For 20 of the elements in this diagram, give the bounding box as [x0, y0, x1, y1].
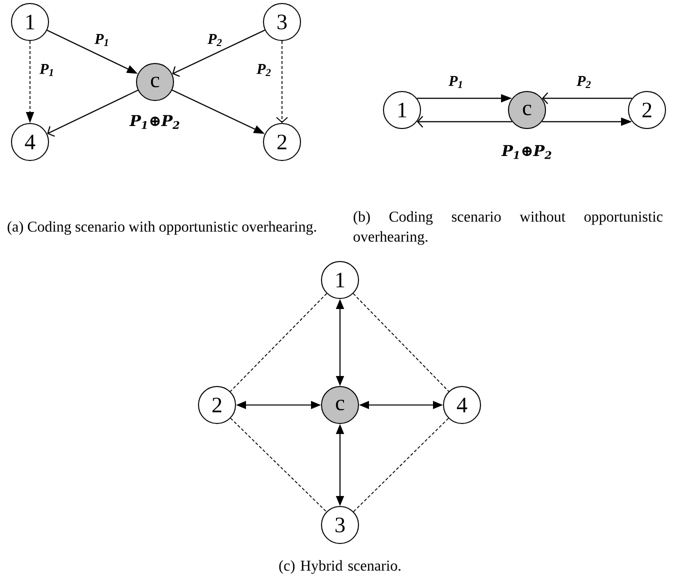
caption: (c) Hybrid scenario.: [279, 560, 400, 574]
edge-label: P$_{2}$: [576, 76, 591, 88]
edge-label: P$_{2}$: [208, 34, 222, 46]
node-label: P$_{1}$⊕P$_{2}$: [129, 115, 180, 129]
edge-label: P$_{1}$: [448, 76, 462, 88]
caption: (b) Coding scenario without opportunistic overhearing.: [354, 211, 663, 245]
caption: (a) Coding scenario with opportunistic overhearing.: [8, 221, 316, 235]
dashed-line: [230, 418, 327, 512]
arrow: [542, 92, 632, 104]
dashed-line: [353, 418, 449, 512]
dashed-line: [352, 293, 450, 392]
node-label: P$_{1}$⊕P$_{2}$: [501, 145, 552, 159]
edge-label: P$_{2}$: [256, 64, 271, 76]
edge-label: P$_{1}$: [94, 34, 108, 46]
dashed-line: [230, 293, 328, 392]
edge-label: P$_{1}$: [40, 64, 53, 76]
arrow: [172, 30, 266, 77]
arrow: [416, 116, 512, 128]
arrow: [47, 90, 138, 137]
arrow: [276, 40, 288, 123]
